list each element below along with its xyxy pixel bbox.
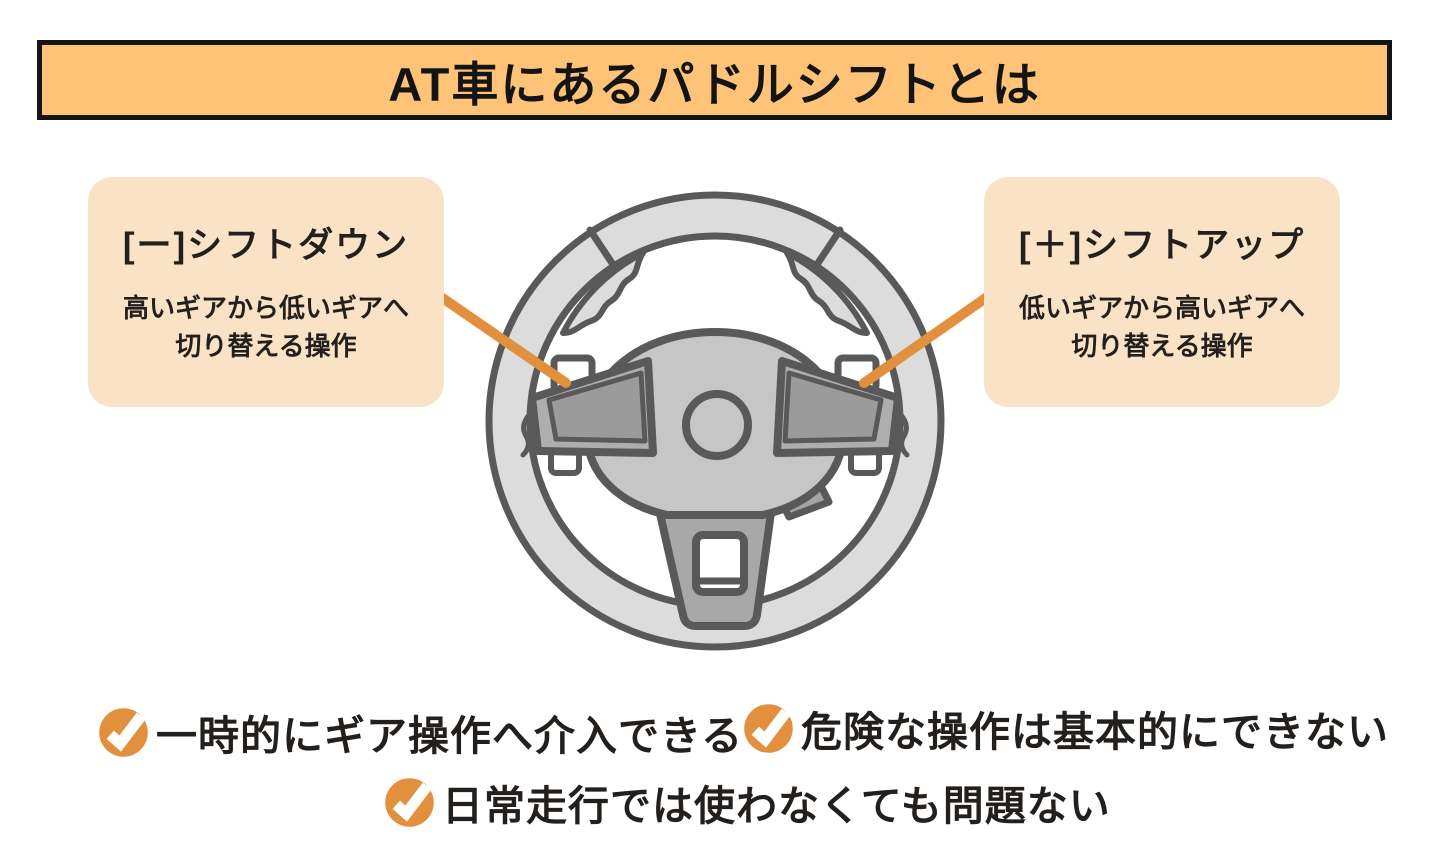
note-item: 危険な操作は基本的にできない	[742, 698, 1389, 758]
note-text: 一時的にギア操作へ介入できる	[156, 713, 744, 759]
pointer-line-right	[859, 283, 1005, 388]
callout-shift-down: [ー]シフトダウン 高いギアから低いギアへ 切り替える操作	[88, 177, 444, 407]
callout-shift-up-body-line2: 切り替える操作	[1071, 330, 1253, 361]
pointer-line-left	[423, 283, 571, 388]
steering-wheel-icon	[423, 191, 1005, 651]
steering-wheel-illustration	[415, 185, 1015, 660]
callout-shift-up-body: 低いギアから高いギアへ 切り替える操作	[1019, 290, 1305, 365]
check-circle-icon	[744, 703, 793, 753]
callout-shift-up-heading: [＋]シフトアップ	[1018, 226, 1306, 265]
note-item: 一時的にギア操作へ介入できる	[97, 702, 743, 762]
check-circle-icon	[99, 707, 148, 757]
note-text: 危険な操作は基本的にできない	[801, 709, 1389, 755]
callout-shift-down-body-line2: 切り替える操作	[175, 330, 357, 361]
callout-shift-down-body: 高いギアから低いギアへ 切り替える操作	[123, 290, 409, 365]
note-text: 日常走行では使わなくても問題ない	[442, 783, 1111, 829]
note-item: 日常走行では使わなくても問題ない	[383, 772, 1111, 832]
callout-shift-up: [＋]シフトアップ 低いギアから高いギアへ 切り替える操作	[984, 177, 1340, 407]
page-title: AT車にあるパドルシフトとは	[388, 57, 1041, 111]
check-circle-icon	[385, 777, 434, 827]
title-banner: AT車にあるパドルシフトとは	[37, 40, 1392, 120]
callout-shift-down-body-line1: 高いギアから低いギアへ	[122, 293, 409, 323]
callout-shift-down-heading: [ー]シフトダウン	[122, 226, 410, 265]
callout-shift-up-body-line1: 低いギアから高いギアへ	[1018, 293, 1305, 323]
